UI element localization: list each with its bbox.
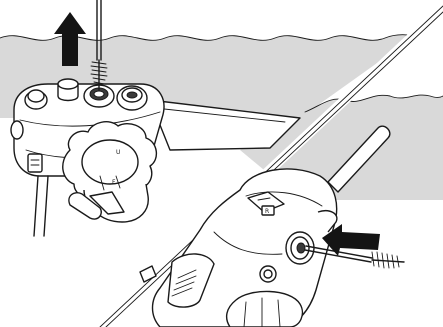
badge: R [262, 206, 274, 215]
side-switch [28, 154, 42, 172]
badge-label: R [265, 208, 269, 215]
valve-right [117, 86, 147, 110]
valve-center-left [58, 79, 78, 101]
valve-left [25, 90, 47, 109]
knob-marker-bottom: F [112, 179, 116, 186]
knob-marker-top: U [116, 149, 120, 156]
side-button [11, 121, 23, 139]
body-button [260, 266, 276, 282]
